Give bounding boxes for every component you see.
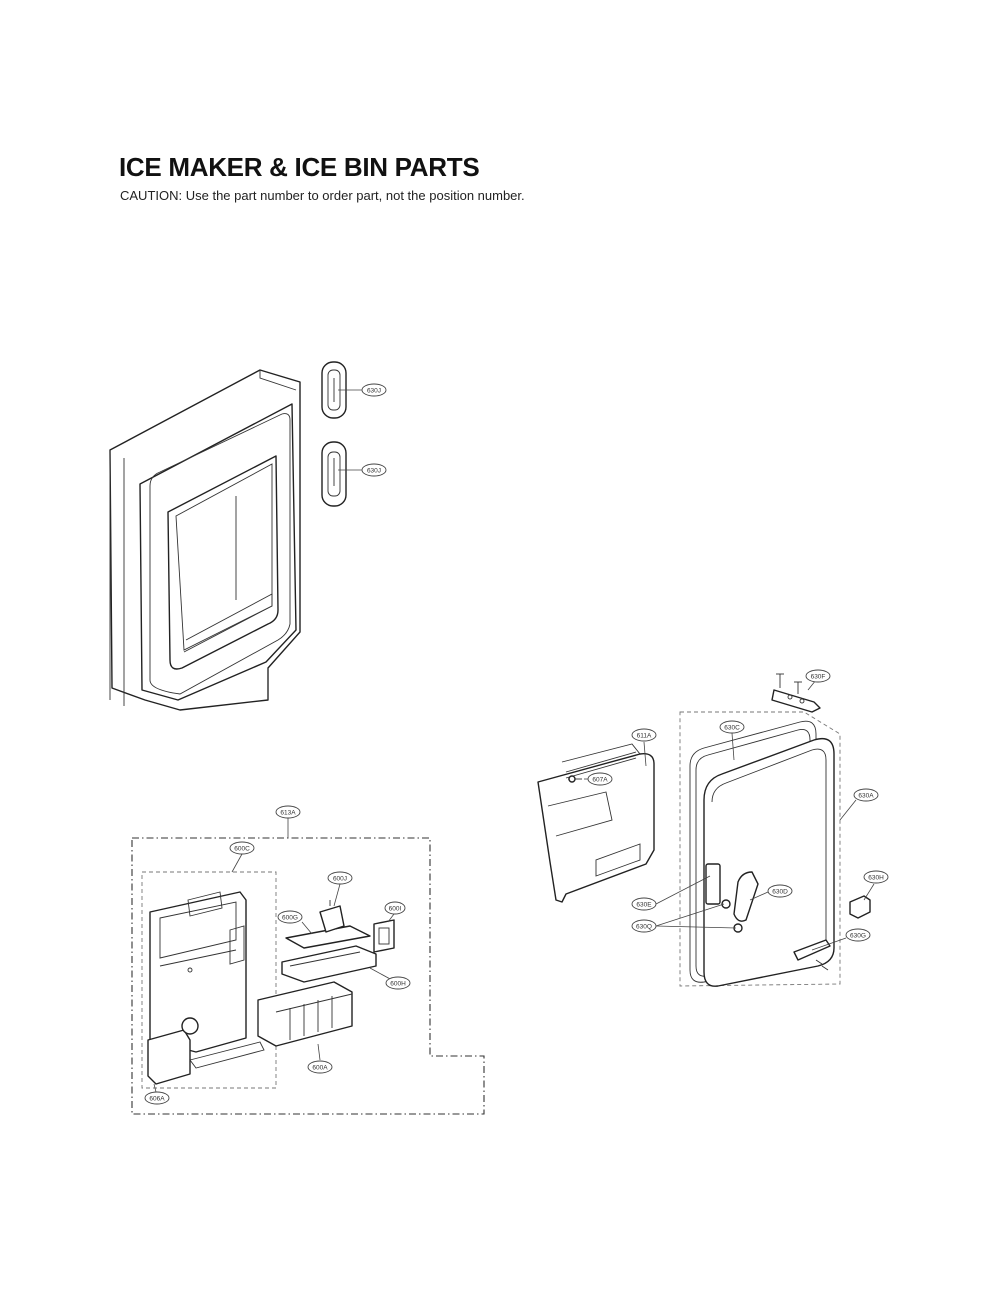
svg-text:630G: 630G	[850, 932, 866, 939]
callout-630C: 630C	[719, 720, 745, 734]
page-title: ICE MAKER & ICE BIN PARTS	[119, 152, 480, 182]
callout-630G: 630G	[845, 928, 871, 942]
callout-630J-top: 630J	[361, 383, 387, 397]
svg-text:630F: 630F	[811, 673, 826, 680]
ice-maker-assembly	[131, 837, 485, 1115]
svg-text:606A: 606A	[149, 1095, 165, 1102]
svg-text:630C: 630C	[724, 724, 740, 731]
svg-text:630A: 630A	[858, 792, 874, 799]
ice-bin-door-assembly	[679, 711, 841, 987]
callout-600C: 600C	[229, 841, 255, 855]
svg-text:600I: 600I	[389, 905, 402, 912]
callout-606A: 606A	[144, 1091, 170, 1105]
door-frame-illustration	[109, 369, 301, 711]
svg-text:600H: 600H	[390, 980, 406, 987]
callout-600H: 600H	[385, 976, 411, 990]
hinge-cap-top	[321, 361, 347, 419]
svg-text:630J: 630J	[367, 387, 381, 394]
callout-630E: 630E	[631, 897, 657, 911]
callout-630A: 630A	[853, 788, 879, 802]
svg-text:630D: 630D	[772, 888, 788, 895]
callout-630D: 630D	[767, 884, 793, 898]
callout-600J: 600J	[327, 871, 353, 885]
svg-text:630Q: 630Q	[636, 923, 652, 930]
screw-607A	[568, 775, 582, 783]
svg-text:600A: 600A	[312, 1064, 328, 1071]
callout-611A: 611A	[631, 728, 657, 742]
hinge-bracket-630F	[771, 673, 821, 713]
svg-text:600C: 600C	[234, 845, 250, 852]
svg-text:607A: 607A	[592, 776, 608, 783]
svg-text:630E: 630E	[636, 901, 652, 908]
callout-600I: 600I	[384, 901, 406, 915]
callout-600A: 600A	[307, 1060, 333, 1074]
callout-613A: 613A	[275, 805, 301, 819]
svg-text:630J: 630J	[367, 467, 381, 474]
svg-text:600G: 600G	[282, 914, 298, 921]
callout-630J-bottom: 630J	[361, 463, 387, 477]
svg-text:630H: 630H	[868, 874, 884, 881]
callout-630Q: 630Q	[631, 919, 657, 933]
hinge-cap-bottom	[321, 441, 347, 507]
caution-note: CAUTION: Use the part number to order pa…	[120, 188, 525, 203]
callout-600G: 600G	[277, 910, 303, 924]
svg-text:600J: 600J	[333, 875, 347, 882]
bracket-630H	[849, 895, 871, 919]
callout-630H: 630H	[863, 870, 889, 884]
svg-text:613A: 613A	[280, 809, 296, 816]
ice-bin-611A	[537, 743, 655, 903]
callout-630F: 630F	[805, 669, 831, 683]
svg-text:611A: 611A	[637, 732, 652, 739]
callout-607A: 607A	[587, 772, 613, 786]
